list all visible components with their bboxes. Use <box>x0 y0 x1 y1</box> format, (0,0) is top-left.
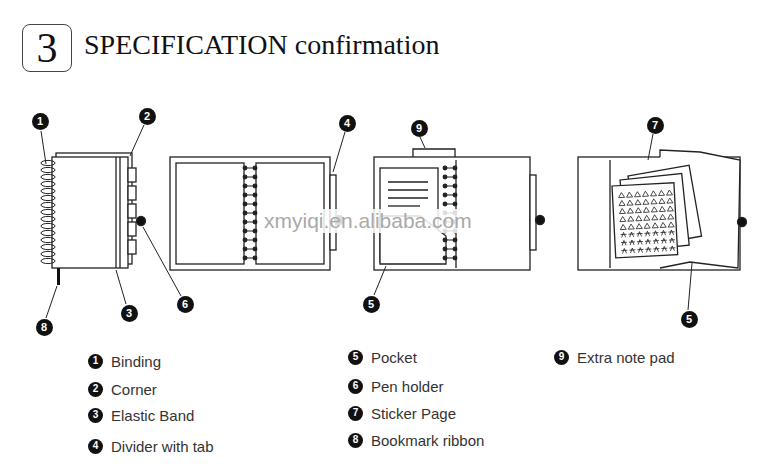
key-number: 2 <box>88 382 103 397</box>
key-item: 1 Binding <box>88 352 161 370</box>
key-item: 4 Divider with tab <box>88 437 214 455</box>
part-name: Extra note pad <box>577 350 675 365</box>
part-name: Pocket <box>371 350 417 365</box>
part-name: Bookmark ribbon <box>371 433 484 448</box>
callout-number: 1 <box>32 113 49 130</box>
callout-number: 8 <box>36 319 53 336</box>
page-title: SPECIFICATION confirmation <box>84 29 439 61</box>
callout-number: 5 <box>681 311 698 328</box>
callout-number-text: 9 <box>416 123 422 134</box>
key-item: 9 Extra note pad <box>554 348 675 366</box>
part-name: Binding <box>111 354 161 369</box>
callout-number-text: 6 <box>182 299 188 310</box>
key-number: 4 <box>88 439 103 454</box>
callout-number: 6 <box>177 296 194 313</box>
watermark: xmyiqi.en.alibaba.com <box>262 209 474 233</box>
callout-number-text: 1 <box>37 116 43 127</box>
key-number: 8 <box>348 433 363 448</box>
callout-number: 4 <box>339 115 356 132</box>
section-number-box: 3 <box>22 24 72 72</box>
callout-number: 5 <box>363 296 380 313</box>
leader-lines <box>41 125 692 318</box>
key-number: 5 <box>348 350 363 365</box>
callout-number-text: 2 <box>144 111 150 122</box>
callout-number: 7 <box>647 117 664 134</box>
part-name: Divider with tab <box>111 439 214 454</box>
key-item: 8 Bookmark ribbon <box>348 431 484 449</box>
callout-number-text: 7 <box>652 120 658 131</box>
callout-number: 3 <box>121 305 138 322</box>
key-number: 1 <box>88 354 103 369</box>
callout-number-text: 8 <box>41 322 47 333</box>
key-item: 7 Sticker Page <box>348 404 456 422</box>
part-name: Pen holder <box>371 379 444 394</box>
key-number: 3 <box>88 408 103 423</box>
callout-number-text: 3 <box>126 308 132 319</box>
key-number: 7 <box>348 406 363 421</box>
key-item: 6 Pen holder <box>348 377 444 395</box>
callout-number-text: 5 <box>368 299 374 310</box>
part-name: Elastic Band <box>111 408 194 423</box>
key-number: 9 <box>554 350 569 365</box>
callout-number-text: 4 <box>344 118 350 129</box>
part-name: Sticker Page <box>371 406 456 421</box>
part-name: Corner <box>111 382 157 397</box>
key-item: 3 Elastic Band <box>88 406 194 424</box>
key-item: 2 Corner <box>88 380 157 398</box>
closed-notebook <box>41 153 146 285</box>
sticker-notebook <box>578 150 747 270</box>
key-number: 6 <box>348 379 363 394</box>
key-item: 5 Pocket <box>348 348 417 366</box>
callout-number: 9 <box>411 120 428 137</box>
callout-number-text: 5 <box>686 314 692 325</box>
section-number: 3 <box>37 27 58 69</box>
callout-number: 2 <box>139 108 156 125</box>
